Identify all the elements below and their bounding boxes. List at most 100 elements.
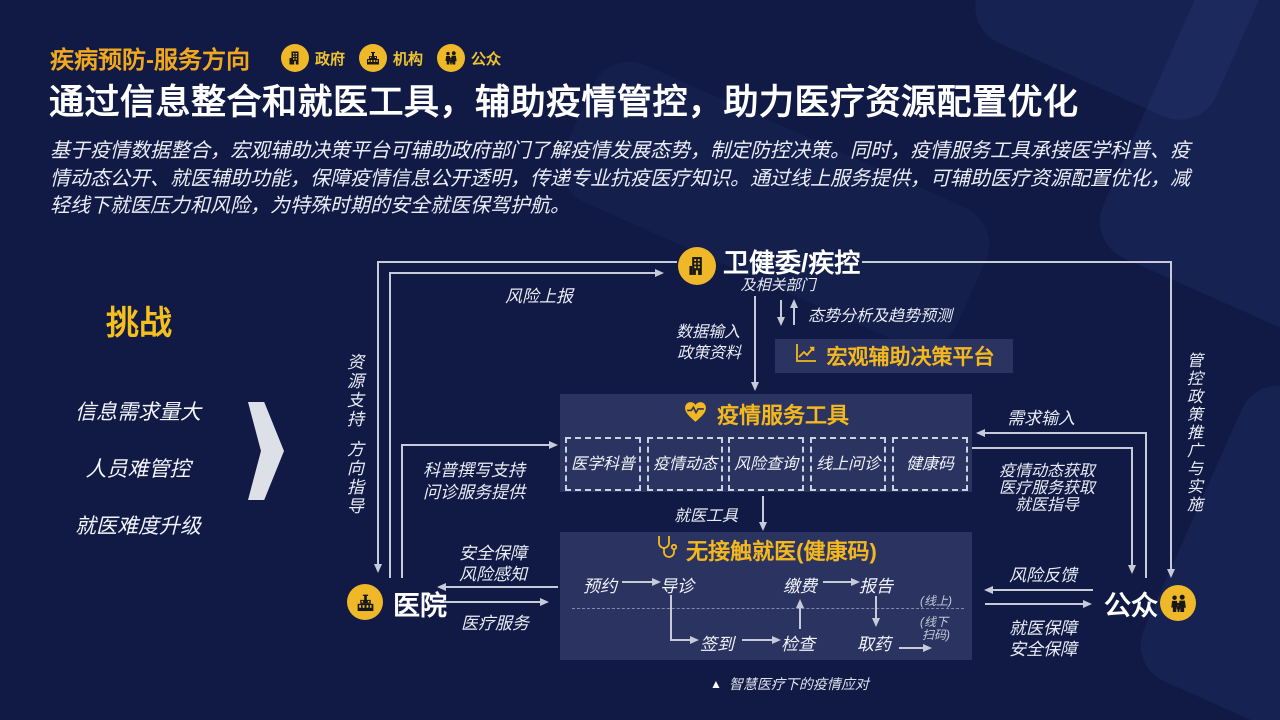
contactless-panel (560, 532, 972, 660)
legend-item-public: 公众 (437, 44, 501, 72)
arrowhead (984, 586, 993, 594)
label-kepu-2: 问诊服务提供 (423, 483, 525, 502)
label-data-input-2: 政策资料 (677, 345, 742, 362)
line (377, 261, 379, 564)
arrowhead (437, 583, 446, 591)
line (993, 589, 1093, 591)
service-item-epidemic-updates: 疫情动态 (647, 437, 723, 491)
service-tool-panel (560, 394, 972, 492)
page-title: 通过信息整合和就医工具，辅助疫情管控，助力医疗资源配置优化 (49, 83, 1079, 122)
step-quyao: 取药 (857, 635, 891, 654)
arrowhead (772, 636, 781, 644)
arrowhead (1083, 600, 1092, 608)
legend: 政府 机构 公众 (281, 44, 501, 72)
step-qiandao: 签到 (700, 635, 734, 654)
intro-paragraph: 基于疫情数据整合，宏观辅助决策平台可辅助政府部门了解疫情发展态势，制定防控决策。… (50, 140, 1190, 217)
arrowhead (1128, 565, 1136, 574)
trend-chart-icon (794, 342, 818, 370)
line (875, 596, 877, 618)
service-tool-title-row: 疫情服务工具 (560, 399, 972, 429)
line (823, 581, 851, 583)
line (401, 444, 403, 578)
line (972, 447, 1133, 449)
label-safety-1: 安全保障 (459, 544, 527, 563)
arrowhead (777, 317, 785, 326)
label-safety-2: 风险感知 (459, 565, 527, 584)
label-guarantee-1: 就医保障 (1009, 619, 1077, 638)
right-block-arrow (248, 402, 284, 500)
label-info-get-3: 就医指导 (1014, 497, 1079, 514)
line (862, 261, 1172, 263)
platform-title: 宏观辅助决策平台 (826, 346, 995, 369)
diagram-caption: ▲ 智慧医疗下的疫情应对 (710, 674, 869, 694)
slide-eyebrow: 疾病预防-服务方向 (50, 47, 250, 74)
step-baogao: 报告 (859, 577, 893, 596)
platform-panel (775, 339, 1013, 373)
line (1131, 447, 1133, 565)
label-jiuyi-tool: 就医工具 (674, 508, 739, 525)
label-direction-guide: 方向指导 (344, 440, 363, 516)
challenge-title: 挑战 (106, 304, 172, 341)
label-resource-support: 资源支持 (344, 353, 363, 429)
arrowhead (751, 382, 759, 391)
service-item-online-consult: 线上问诊 (810, 437, 886, 491)
tag-offline-1: (线下 (920, 615, 948, 629)
step-yuyue: 预约 (583, 577, 617, 596)
label-guarantee-2: 安全保障 (1009, 640, 1077, 659)
arrowhead (796, 599, 804, 608)
gov-node-subtitle: 及相关部门 (740, 277, 816, 294)
arrowhead (540, 598, 549, 606)
line (780, 300, 782, 318)
arrowhead (652, 578, 661, 586)
legend-label: 政府 (315, 50, 346, 68)
label-data-input-1: 数据输入 (676, 324, 741, 341)
line (389, 272, 391, 578)
step-jiaofei: 缴费 (783, 577, 817, 596)
line (389, 272, 655, 274)
government-building-icon (281, 44, 309, 72)
contactless-title: 无接触就医(健康码) (686, 539, 877, 564)
label-trend: 态势分析及趋势预测 (808, 308, 953, 325)
step-daozhen: 导诊 (660, 577, 694, 596)
label-medical-service: 医疗服务 (461, 614, 529, 633)
line (754, 296, 756, 382)
line (670, 639, 690, 641)
government-building-icon (678, 247, 716, 285)
tag-online: (线上) (920, 594, 952, 608)
line (1145, 432, 1147, 578)
hospital-node-title: 医院 (393, 591, 447, 621)
legend-label: 公众 (471, 50, 502, 68)
challenge-item: 人员难管控 (85, 458, 191, 481)
tag-offline-2: 扫码) (922, 628, 950, 642)
challenge-item: 就医难度升级 (75, 515, 201, 538)
heart-pulse-icon (683, 400, 708, 429)
line (799, 607, 801, 629)
line (762, 496, 764, 522)
institution-building-icon (359, 44, 388, 72)
caption-triangle-marker: ▲ (710, 677, 722, 691)
arrowhead (549, 441, 558, 449)
arrowhead (790, 299, 798, 308)
line (670, 595, 672, 641)
service-item-risk-query: 风险查询 (728, 437, 804, 491)
line (401, 444, 549, 446)
label-kepu-1: 科普撰写支持 (423, 461, 525, 480)
line (1170, 261, 1172, 569)
line (985, 603, 1083, 605)
arrowhead (851, 578, 860, 586)
challenge-item: 信息需求量大 (75, 401, 201, 424)
line (793, 307, 795, 325)
public-family-icon (437, 44, 466, 72)
service-tool-title: 疫情服务工具 (716, 403, 849, 428)
online-offline-divider (572, 608, 964, 609)
legend-item-institution: 机构 (359, 44, 423, 72)
legend-item-government: 政府 (281, 44, 345, 72)
service-item-medical-science: 医学科普 (565, 437, 641, 491)
line (742, 639, 772, 641)
public-family-icon (1160, 585, 1196, 621)
line (899, 647, 923, 649)
label-policy-rollout: 管控政策推广与实施 (1184, 352, 1201, 514)
stethoscope-icon (655, 535, 678, 565)
label-demand-input: 需求输入 (1007, 409, 1075, 428)
